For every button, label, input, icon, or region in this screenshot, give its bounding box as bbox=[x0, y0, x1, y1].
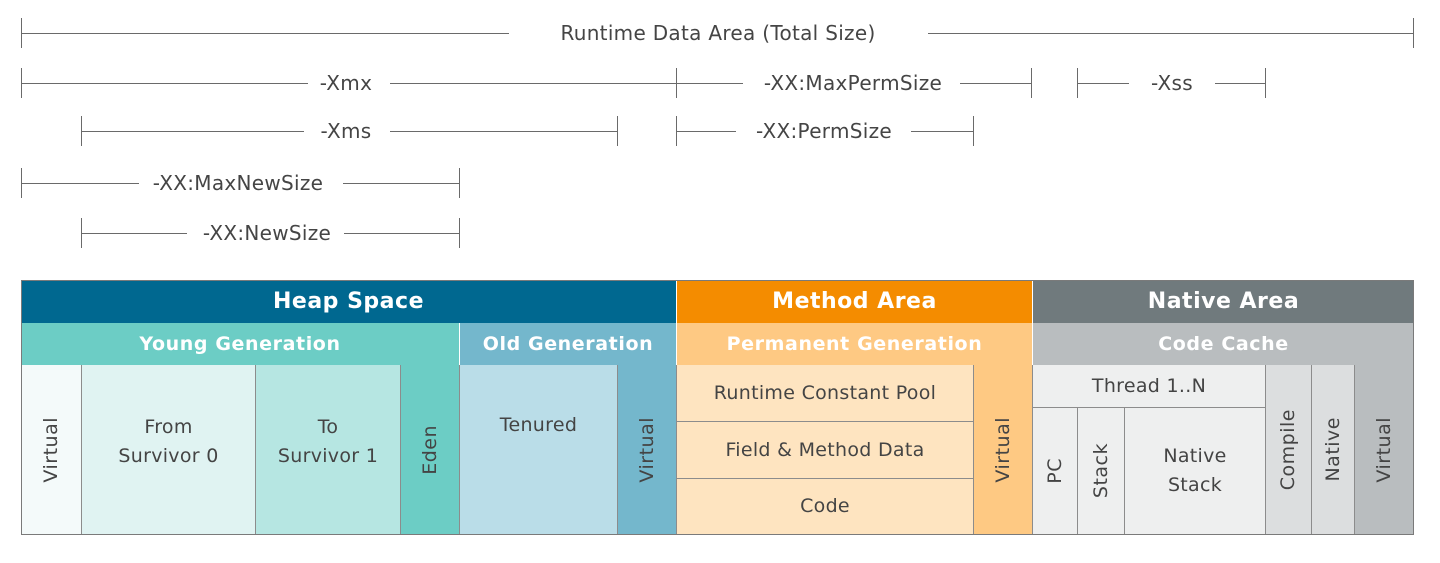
thread-label: Thread 1..N bbox=[1091, 374, 1207, 397]
young-generation-header: Young Generation bbox=[21, 323, 460, 365]
dim-max-new-size-label: -XX:MaxNewSize bbox=[152, 171, 324, 195]
stack-cell: Stack bbox=[1078, 408, 1125, 535]
dim-new-size: -XX:NewSize bbox=[81, 218, 461, 248]
young-virtual-cell: Virtual bbox=[21, 365, 82, 535]
field-method-data-cell: Field & Method Data bbox=[677, 422, 974, 479]
dim-xms-label: -Xms bbox=[320, 119, 372, 143]
dim-max-perm-size-label: -XX:MaxPermSize bbox=[763, 71, 943, 95]
native-virtual-label: Virtual bbox=[1373, 416, 1395, 483]
from-survivor-label: From Survivor 0 bbox=[118, 416, 219, 467]
runtime-constant-pool-cell: Runtime Constant Pool bbox=[677, 365, 974, 422]
old-virtual-cell: Virtual bbox=[618, 365, 677, 535]
compile-cell: Compile bbox=[1266, 365, 1312, 535]
dim-xss-label: -Xss bbox=[1151, 71, 1193, 95]
method-virtual-label: Virtual bbox=[991, 416, 1014, 483]
native-stack-label: Native Stack bbox=[1163, 445, 1227, 496]
dim-max-new-size: -XX:MaxNewSize bbox=[21, 168, 461, 198]
to-survivor-label: To Survivor 1 bbox=[277, 416, 379, 467]
native-stack-cell: Native Stack bbox=[1125, 408, 1266, 535]
heap-space-header: Heap Space bbox=[21, 280, 677, 323]
code-cell: Code bbox=[677, 479, 974, 535]
young-virtual-label: Virtual bbox=[39, 416, 62, 483]
code-label: Code bbox=[800, 495, 850, 517]
dim-xss: -Xss bbox=[1077, 68, 1267, 98]
permanent-generation-header: Permanent Generation bbox=[677, 323, 1033, 365]
eden-cell: Eden bbox=[401, 365, 460, 535]
runtime-constant-pool-label: Runtime Constant Pool bbox=[713, 381, 937, 404]
dim-runtime-total-label: Runtime Data Area (Total Size) bbox=[560, 21, 876, 45]
dim-max-perm-size: -XX:MaxPermSize bbox=[676, 68, 1033, 98]
compile-label: Compile bbox=[1277, 408, 1299, 491]
dim-xmx: -Xmx bbox=[21, 68, 677, 98]
native-area-header: Native Area bbox=[1033, 280, 1414, 323]
field-method-data-label: Field & Method Data bbox=[725, 438, 925, 461]
dim-perm-size: -XX:PermSize bbox=[676, 116, 975, 146]
pc-label: PC bbox=[1043, 458, 1066, 484]
dim-perm-size-label: -XX:PermSize bbox=[755, 119, 893, 143]
to-survivor-cell: To Survivor 1 bbox=[256, 365, 401, 535]
from-survivor-cell: From Survivor 0 bbox=[82, 365, 256, 535]
thread-header-cell: Thread 1..N bbox=[1033, 365, 1266, 408]
native-cell: Native bbox=[1312, 365, 1355, 535]
dim-xmx-label: -Xmx bbox=[319, 71, 373, 95]
dim-xms: -Xms bbox=[81, 116, 619, 146]
stack-label: Stack bbox=[1089, 443, 1112, 499]
code-cache-header: Code Cache bbox=[1033, 323, 1414, 365]
eden-label: Eden bbox=[418, 424, 441, 475]
tenured-cell: Tenured bbox=[460, 365, 618, 535]
old-generation-header: Old Generation bbox=[460, 323, 677, 365]
pc-cell: PC bbox=[1033, 408, 1078, 535]
dim-runtime-total: Runtime Data Area (Total Size) bbox=[21, 18, 1414, 48]
method-area-header: Method Area bbox=[677, 280, 1033, 323]
native-label: Native bbox=[1321, 417, 1344, 482]
old-virtual-label: Virtual bbox=[635, 416, 658, 483]
dim-new-size-label: -XX:NewSize bbox=[202, 221, 332, 245]
native-virtual-cell: Virtual bbox=[1355, 365, 1414, 535]
tenured-label: Tenured bbox=[499, 414, 578, 436]
method-virtual-cell: Virtual bbox=[974, 365, 1033, 535]
